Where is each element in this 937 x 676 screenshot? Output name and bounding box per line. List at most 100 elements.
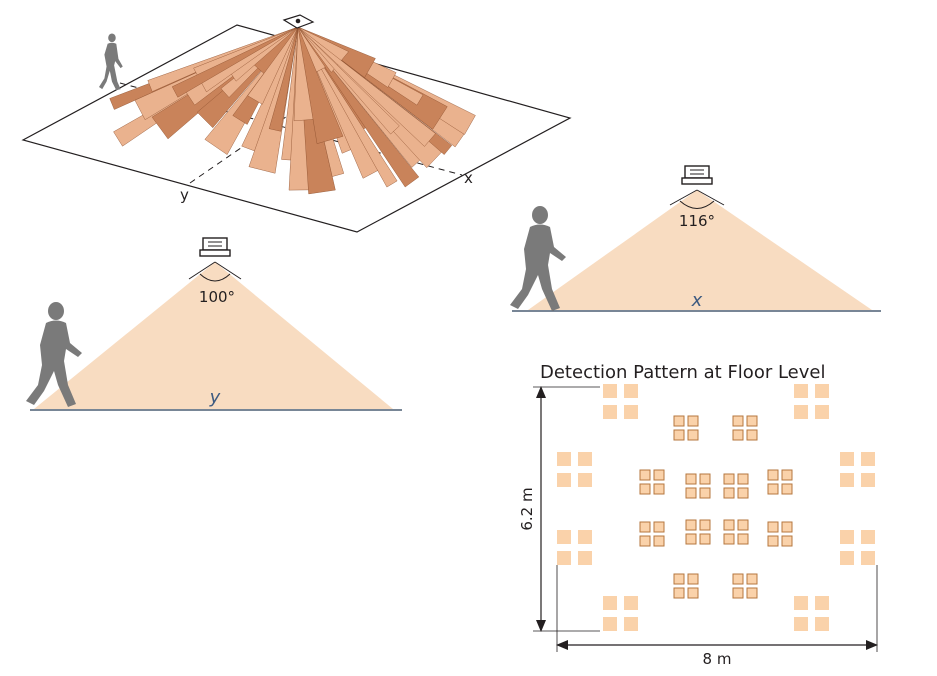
detection-zone-square [699,487,711,499]
detection-zone-square [603,384,617,398]
cone-edge-left-y [188,261,216,280]
pattern-title: Detection Pattern at Floor Level [540,362,825,383]
detection-rays [109,26,476,195]
detection-zone-square [685,473,697,485]
person-walking-icon [510,206,566,311]
detection-zone-square [815,405,829,419]
detection-zone-square [737,487,749,499]
detection-zone-square [815,384,829,398]
axis-label-x: x [691,290,703,311]
detection-zone-square [673,573,685,585]
angle-arc-x [679,200,715,209]
detection-zone-square [557,551,571,565]
detection-zone-square [861,530,875,544]
detection-zone-square [723,487,735,499]
detection-ray [297,26,344,144]
detection-zone-square [624,405,638,419]
detection-zone-square [687,573,699,585]
detection-ray [248,26,299,174]
detection-zone-square [653,469,665,481]
detection-zone-square [557,452,571,466]
angle-label-x: 116° [679,212,715,230]
detection-zone-square [746,429,758,441]
detection-zone-square [639,521,651,533]
width-arrow-right [866,640,878,650]
detection-zone-square [653,521,665,533]
detection-zone-square [685,519,697,531]
detection-zone-square [723,473,735,485]
detection-zone-square [767,483,779,495]
detection-zone-square [578,473,592,487]
detection-zone-square [815,596,829,610]
perspective-x-label: x [464,169,473,187]
detection-zone-square [840,473,854,487]
angle-arc-y [199,273,231,282]
detection-zone-square [767,535,779,547]
detection-zone-square [723,533,735,545]
perspective-view: y x [21,14,572,233]
detection-zone-square [794,596,808,610]
detection-zone-square [699,473,711,485]
detection-ray [247,26,299,105]
person-walking-icon [26,302,82,407]
cone-edge-right-x [696,189,725,206]
detection-zone-square [557,530,571,544]
side-view-x: 116° x [510,165,881,312]
floor-pattern: Detection Pattern at Floor Level 6.2 m 8… [518,362,878,668]
detection-ray [268,26,299,132]
detection-zone-square [767,521,779,533]
side-view-y: 100° y [26,237,402,411]
detection-zone-square [767,469,779,481]
detection-cone-y [34,262,393,409]
detection-zone-square [794,384,808,398]
detection-zone-square [699,519,711,531]
perspective-y-label: y [180,186,189,204]
detection-zone-square [746,415,758,427]
width-arrow-left [556,640,568,650]
detection-zone-square [699,533,711,545]
cone-edge-left-x [669,189,698,206]
detection-zone-square [603,617,617,631]
detection-zone-square [746,573,758,585]
detection-zone-square [723,519,735,531]
detection-zone-square [815,617,829,631]
detection-zone-square [624,596,638,610]
detection-zone-square [861,452,875,466]
detection-ray [171,26,299,98]
detection-zone-square [673,429,685,441]
detection-zone-square [624,384,638,398]
detection-zone-square [639,535,651,547]
detection-zone-square [603,405,617,419]
detection-zone-square [781,521,793,533]
height-arrow-bottom [536,620,546,632]
detection-zone-square [653,483,665,495]
detection-zone-square [639,469,651,481]
detection-zone-square [861,551,875,565]
detection-zone-square [737,533,749,545]
detection-zone-square [746,587,758,599]
detection-zone-square [557,473,571,487]
detection-zone-square [687,415,699,427]
axis-label-y: y [209,387,221,408]
angle-label-y: 100° [199,288,235,306]
detection-zone-square [781,469,793,481]
detection-zone-square [578,530,592,544]
width-label: 8 m [703,650,732,668]
height-label: 6.2 m [518,487,536,530]
sensor-icon [282,14,315,29]
detection-zone-square [794,405,808,419]
detection-zone-square [781,535,793,547]
detection-zones [557,384,875,631]
detection-ray [297,26,400,135]
detection-zone-square [732,587,744,599]
detection-zone-square [639,483,651,495]
detection-zone-square [732,415,744,427]
detection-ray [297,26,436,147]
detection-zone-square [673,415,685,427]
sensor-icon [199,237,231,257]
detection-zone-square [840,551,854,565]
detection-zone-square [685,533,697,545]
height-arrow-top [536,386,546,398]
detection-zone-square [794,617,808,631]
